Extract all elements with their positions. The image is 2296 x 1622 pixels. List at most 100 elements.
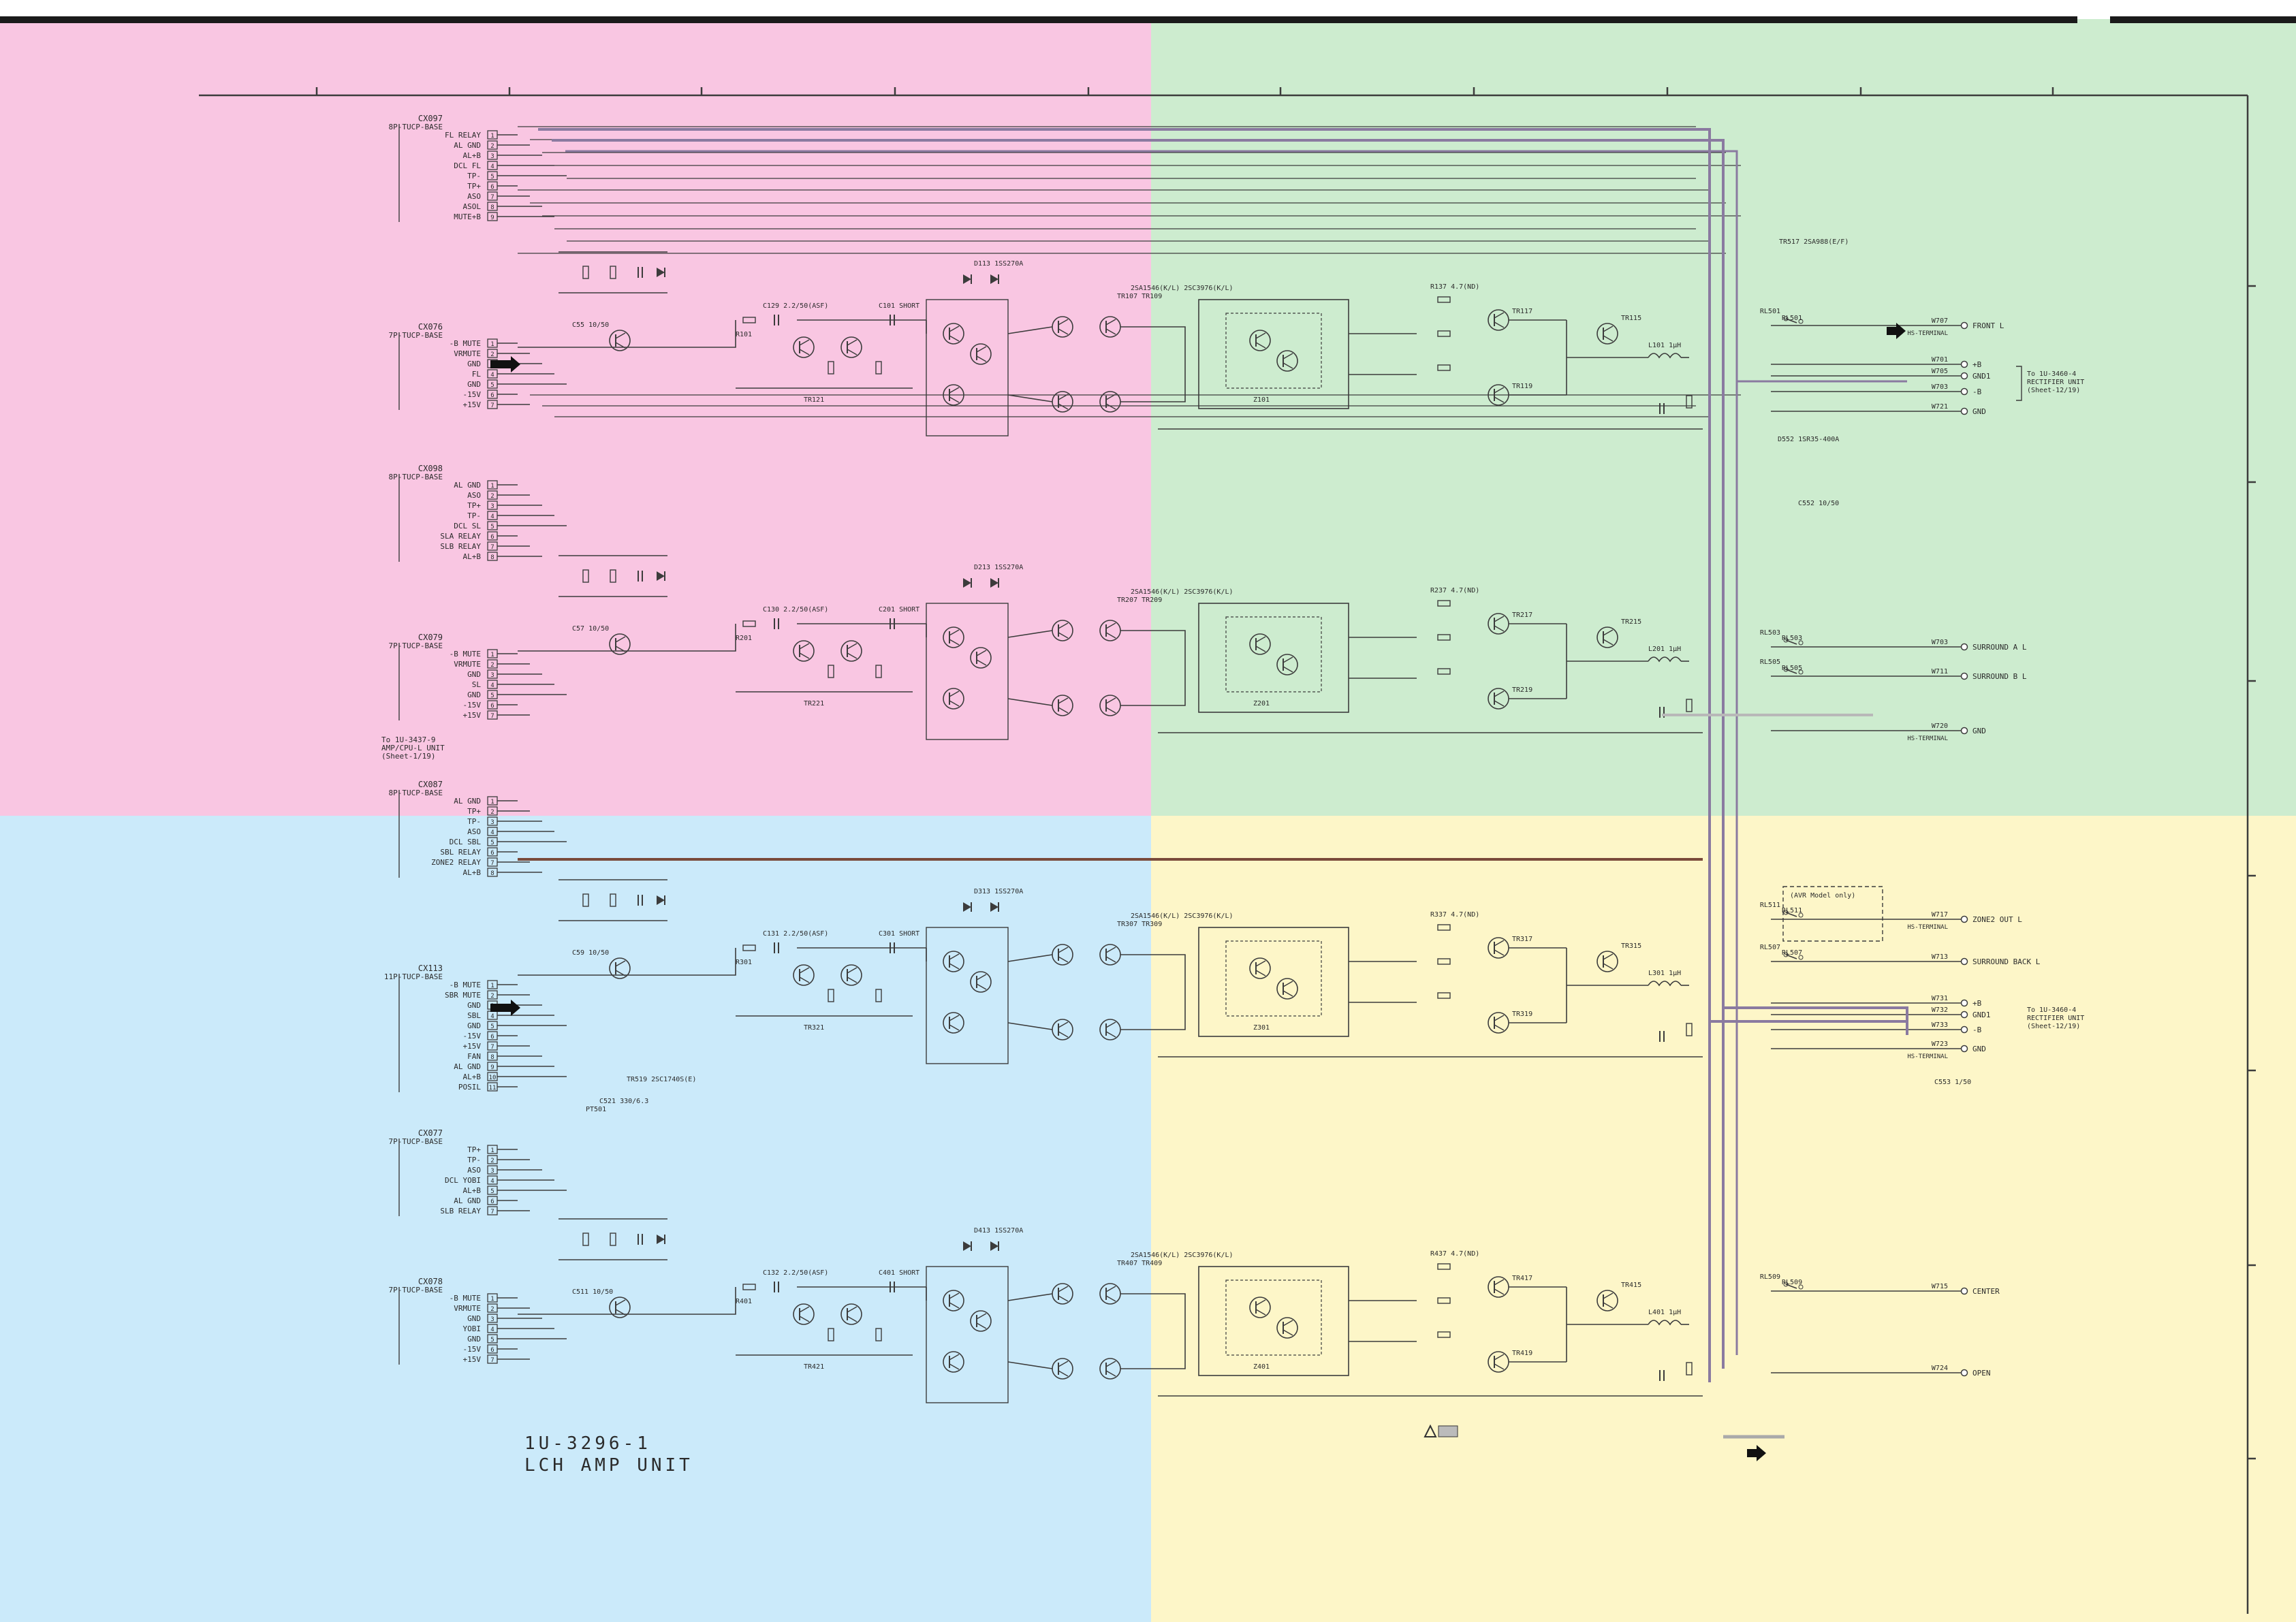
connector-pin-label: ZONE2 RELAY	[431, 858, 481, 867]
connector-pin-label: GND	[467, 1021, 481, 1030]
connector-pin-label: YOBI	[463, 1324, 482, 1333]
input-transistor	[793, 640, 815, 662]
rectifier-ref: W701	[1932, 356, 1948, 364]
relay-label: RL507	[1760, 944, 1780, 951]
output-ic-frame	[1198, 1266, 1349, 1376]
connector-pin-number: 2	[490, 1158, 494, 1164]
output-ic	[1225, 313, 1322, 389]
connector-pin-label: AL+B	[463, 552, 482, 561]
input-transistor	[847, 1306, 858, 1313]
signal-trace	[1007, 394, 1053, 402]
connector-pin-number: 7	[490, 713, 494, 720]
relay-contact	[1798, 669, 1804, 675]
legend-arrow-icon	[1747, 1445, 1766, 1461]
driver-transistor	[1058, 1295, 1069, 1302]
power-transistor	[1494, 312, 1505, 319]
connector-type: 7P-TUCP-BASE	[389, 1286, 443, 1294]
power-transistor	[1494, 616, 1505, 622]
connector-pin-label: GND	[467, 670, 481, 679]
input-transistor	[799, 976, 810, 983]
clamp-diode	[990, 902, 998, 912]
emitter-resistor	[1437, 668, 1451, 675]
bias-resistor	[828, 361, 834, 375]
output-transistor	[1249, 1297, 1271, 1318]
rail-bus	[1723, 1006, 1908, 1035]
vas-transistor	[949, 629, 960, 636]
power-transistor	[1494, 387, 1505, 394]
driver-transistor	[1105, 1031, 1116, 1038]
input-transistor	[847, 1316, 858, 1322]
vas-block	[926, 603, 1009, 740]
rectifier-ref: W721	[1932, 403, 1948, 411]
rectifier-terminal	[1960, 407, 1968, 415]
vas-transistor	[976, 355, 987, 362]
connector-pin-number: 6	[490, 1034, 494, 1040]
connector-pin-number: 5	[490, 693, 494, 699]
connector-pin-number: 7	[490, 1209, 494, 1215]
output-transistor	[1276, 350, 1298, 372]
connector-pin-label: TP-	[467, 172, 481, 180]
protect-diode	[657, 895, 665, 905]
top-border-bar	[0, 16, 2077, 23]
connector-ref: CX077	[418, 1128, 443, 1138]
connector-type: 11P-TUCP-BASE	[384, 972, 443, 981]
driver-transistor	[1105, 403, 1116, 410]
driver-transistor	[1105, 697, 1116, 704]
vas-transistor	[976, 1313, 987, 1320]
connector-pin-label: DCL FL	[454, 161, 481, 170]
emitter-resistor	[1437, 634, 1451, 641]
output-transistor	[1283, 990, 1293, 997]
frame-ticks	[315, 87, 2256, 1460]
input-transistor	[840, 1303, 862, 1325]
rectifier-terminal	[1960, 360, 1968, 368]
part-label: TR417	[1512, 1275, 1532, 1282]
driver-transistor	[1105, 1021, 1116, 1028]
output-ref: W723	[1932, 1040, 1948, 1048]
rectifier-note: RECTIFIER UNIT	[2027, 379, 2084, 386]
connector-pin-number: 4	[490, 1013, 494, 1020]
emitter-resistor	[1437, 1297, 1451, 1304]
rectifier-ref: W705	[1932, 368, 1948, 375]
protect-sense-transistor	[1603, 629, 1614, 636]
vas-transistor	[943, 1351, 964, 1373]
connector-pin-number: 7	[490, 860, 494, 867]
driver-transistor	[1058, 632, 1069, 639]
connector-pin-number: 3	[490, 1316, 494, 1323]
emitter-resistor	[1437, 296, 1451, 303]
driver-transistor	[1058, 1031, 1069, 1038]
signal-trace	[1007, 1293, 1053, 1301]
connector-ref: CX076	[418, 322, 443, 332]
connector-pin-label: FL	[472, 370, 482, 379]
vas-transistor	[949, 1354, 960, 1361]
part-label: L101 1µH	[1648, 342, 1681, 349]
part-label: TR315	[1621, 942, 1641, 950]
connector-pin-number: 1	[490, 483, 494, 490]
rectifier-terminal	[1960, 372, 1968, 380]
part-label: RL501	[1782, 315, 1802, 322]
driver-transistor	[1105, 1361, 1116, 1367]
connector-pin-label: -B MUTE	[450, 339, 481, 348]
zobel-resistor	[1686, 1023, 1693, 1036]
input-transistor	[847, 643, 858, 650]
connector-pin-label: MUTE+B	[454, 212, 481, 221]
rectifier-label: GND1	[1972, 372, 1991, 381]
connector-pin-label: DCL YOBI	[445, 1176, 481, 1185]
connector-ref: CX078	[418, 1277, 443, 1286]
protect-sense-transistor	[1603, 325, 1614, 332]
driver-transistor	[1058, 1361, 1069, 1367]
connector-pin-label: TP+	[467, 182, 481, 191]
output-transistor	[1255, 636, 1266, 643]
driver-trace	[1120, 1293, 1186, 1369]
rectifier-label: +B	[1972, 360, 1982, 369]
input-transistor	[840, 336, 862, 358]
connector-pin-label: VRMUTE	[454, 349, 481, 358]
connector-pin-number: 6	[490, 703, 494, 710]
bias-resistor	[875, 1328, 882, 1341]
output-terminal	[1960, 643, 1968, 651]
connector-type: 8P-TUCP-BASE	[389, 473, 443, 481]
connector-pin-number: 5	[490, 840, 494, 846]
rectifier-note: To 1U-3460-4	[2027, 1006, 2076, 1014]
clamp-diode	[990, 1241, 998, 1251]
